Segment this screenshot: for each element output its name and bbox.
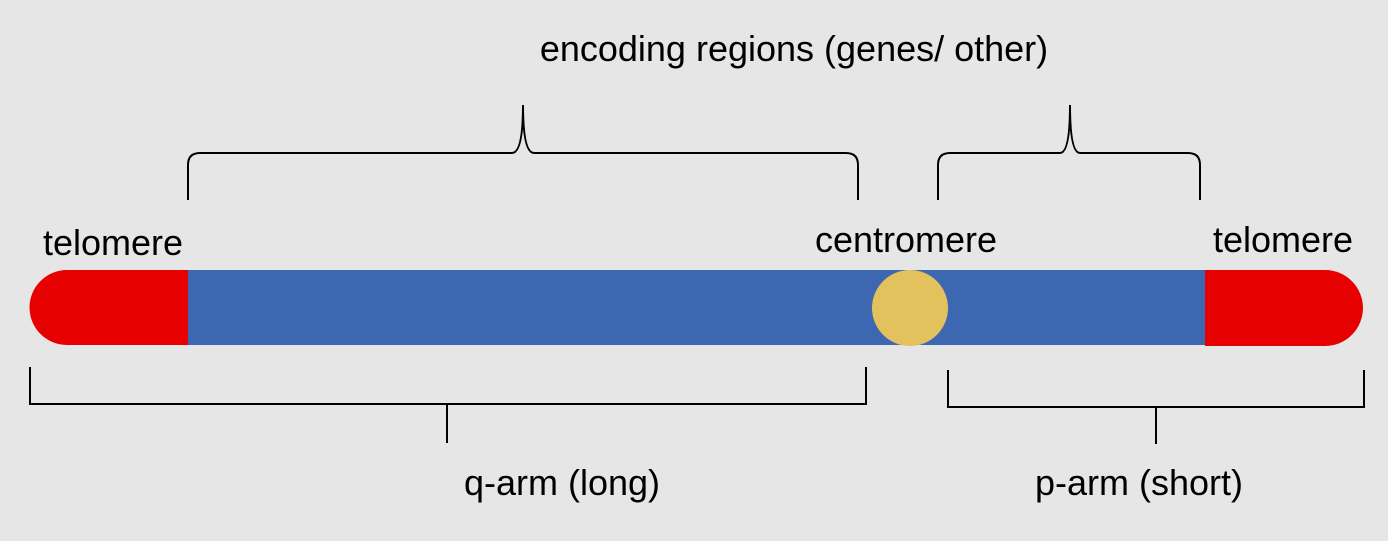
telomere-right xyxy=(1205,270,1363,346)
centromere-label: centromere xyxy=(815,219,997,260)
p-arm-bracket xyxy=(947,370,1365,444)
q-arm-label: q-arm (long) xyxy=(464,462,660,503)
encoding-brace-q-arm xyxy=(187,104,859,200)
chromosome-body xyxy=(150,270,1260,345)
telomere-left xyxy=(29,270,189,345)
encoding-brace-p-arm xyxy=(937,104,1201,200)
centromere xyxy=(872,270,948,346)
q-arm-bracket xyxy=(29,367,867,443)
encoding-regions-label: encoding regions (genes/ other) xyxy=(540,28,1048,69)
telomere-right-label: telomere xyxy=(1213,219,1353,260)
chromosome xyxy=(29,270,1363,346)
p-arm-label: p-arm (short) xyxy=(1035,462,1243,503)
telomere-left-label: telomere xyxy=(43,222,183,263)
